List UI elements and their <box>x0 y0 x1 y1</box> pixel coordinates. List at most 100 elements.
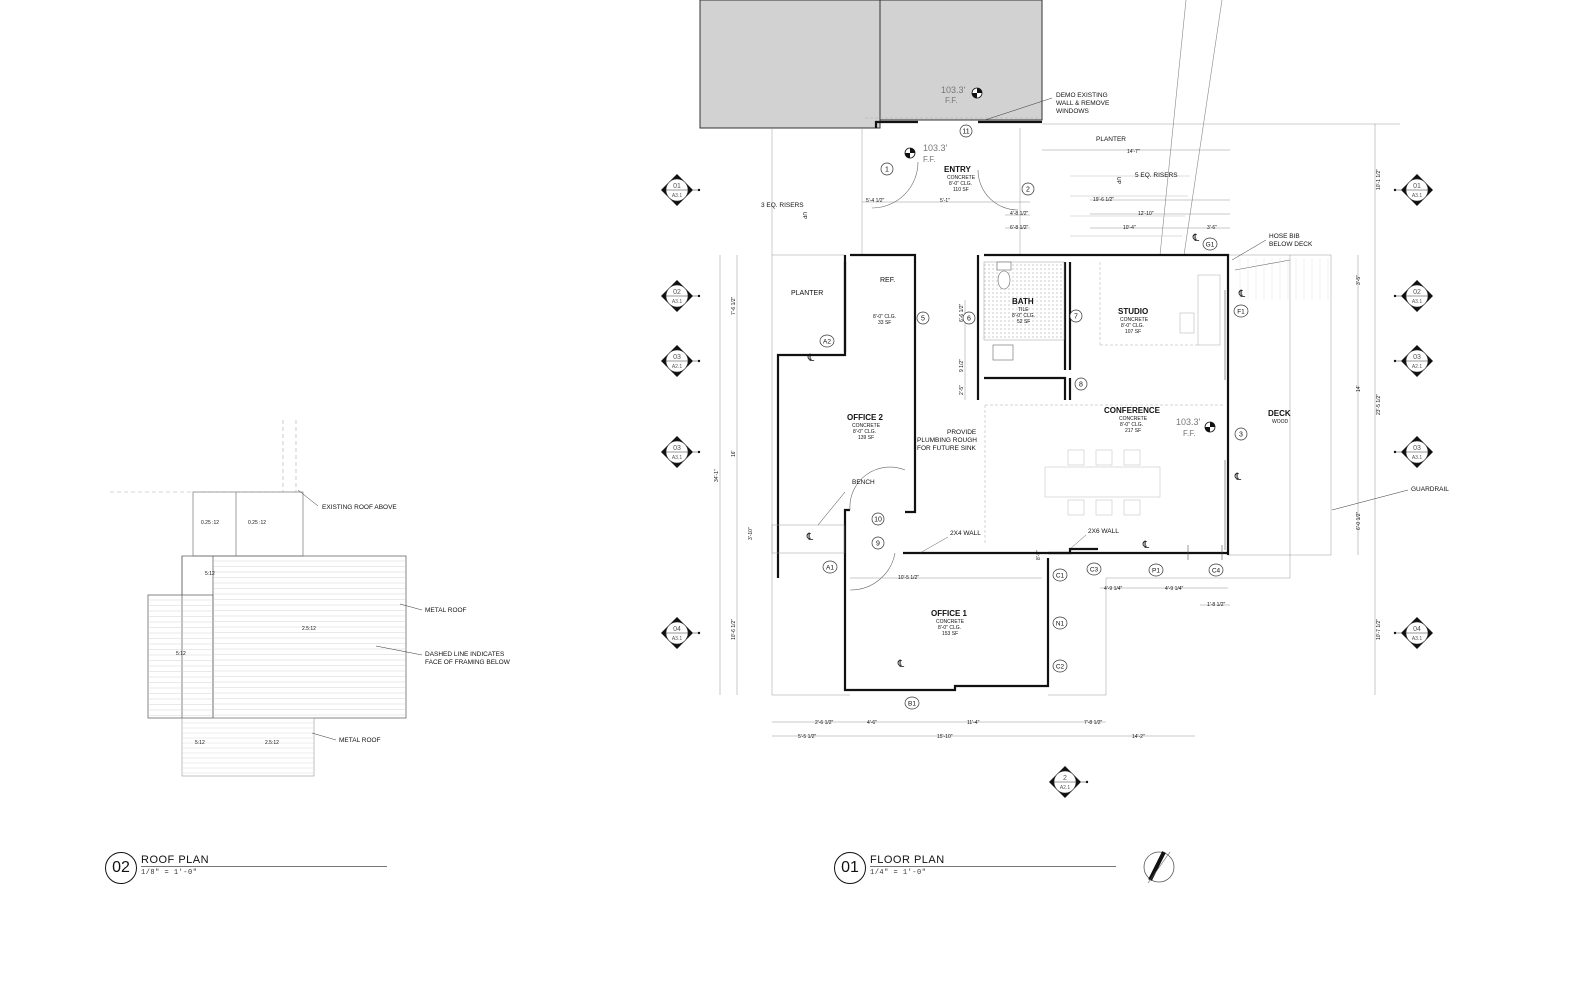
room-office2-area: 139 SF <box>858 435 874 441</box>
dim-3-6: 3'-6" <box>1207 225 1217 231</box>
site-lines <box>771 123 1400 696</box>
dim-right-3-5: 3'-5" <box>1356 275 1362 285</box>
section-sheet: A3.1 <box>1412 636 1423 642</box>
note-demo-3: WINDOWS <box>1056 108 1090 115</box>
dim-bath-6: 6'-6 1/2" <box>959 303 965 322</box>
door-tag-5: 5 <box>921 316 925 323</box>
room-office1-clg: 8'-0" CLG. <box>938 625 961 631</box>
room-entry-name: ENTRY <box>944 165 971 174</box>
room-conference-name: CONFERENCE <box>1104 406 1161 415</box>
floor-plan-title-block: 01 FLOOR PLAN 1/4" = 1'-0" <box>834 852 1134 892</box>
dim-right-23-5: 23'-5 1/2" <box>1376 394 1382 415</box>
section-sheet: A3.1 <box>1412 299 1423 305</box>
door-tag-circle <box>880 162 894 176</box>
dimension-lines <box>719 124 1376 737</box>
room-entry-finish: CONCRETE <box>947 175 976 181</box>
section-number: 03 <box>673 445 681 452</box>
windows <box>1187 290 1226 560</box>
roof-plan-number: 02 <box>105 852 137 884</box>
dim-10-5: 10'-5 1/2" <box>898 575 919 581</box>
dim-right-6-0: 6'-0 1/2" <box>1356 511 1362 530</box>
equipment-tag-a1: A1 <box>826 565 834 572</box>
section-number: 02 <box>1413 289 1421 296</box>
roof-existing-dashed <box>110 420 300 493</box>
room-studio-name: STUDIO <box>1118 307 1148 316</box>
dim-right-14: 14' <box>1356 385 1362 392</box>
studio-desk <box>1179 274 1221 346</box>
room-office2-clg: 8'-0" CLG. <box>853 429 876 435</box>
door-tag-circle <box>871 512 885 526</box>
equipment-tag-p1: P1 <box>1152 568 1160 575</box>
centerline-symbol: ℄ <box>897 659 905 670</box>
room-office2-name: OFFICE 2 <box>847 413 884 422</box>
dim-bottom-7-8: 7'-8 1/2" <box>1084 720 1103 726</box>
room-studio-clg: 8'-0" CLG. <box>1121 323 1144 329</box>
dim-left-16: 16' <box>731 450 737 457</box>
section-number: 03 <box>1413 354 1421 361</box>
section-sheet: A3.1 <box>672 193 683 199</box>
section-markers: 01A3.102A3.103A2.103A3.104A3.101A3.102A3… <box>661 174 1433 798</box>
equipment-tag-a2: A2 <box>823 339 831 346</box>
roof-slope-4: 2.5:12 <box>302 626 316 632</box>
roof-note-metal-1: METAL ROOF <box>425 607 467 614</box>
sink-fixture <box>992 344 1014 361</box>
room-bath-clg: 8'-0" CLG. <box>1012 313 1035 319</box>
section-number: 04 <box>1413 626 1421 633</box>
door-tag-6: 6 <box>967 316 971 323</box>
section-number: 01 <box>1413 183 1421 190</box>
note-2x4-wall: 2X4 WALL <box>950 530 981 537</box>
roof-note-metal-2: METAL ROOF <box>339 737 381 744</box>
equipment-tag-ellipse <box>1052 616 1068 630</box>
dim-19-6: 19'-6 1/2" <box>1093 197 1114 203</box>
dashed-lines <box>865 117 1225 545</box>
deck-boards <box>1239 258 1329 300</box>
door-tag-circle <box>1234 427 1248 441</box>
door-tag-3: 3 <box>1239 432 1243 439</box>
section-number: 03 <box>673 354 681 361</box>
section-number: 04 <box>673 626 681 633</box>
room-entry-area: 110 SF <box>953 187 969 193</box>
room-planter-left: PLANTER <box>791 290 823 297</box>
door-tag-circle <box>916 311 930 325</box>
centerline-symbol: ℄ <box>1142 540 1150 551</box>
dim-bottom-5-5: 5'-5 1/2" <box>798 734 817 740</box>
dim-14-7: 14'-7" <box>1127 149 1140 155</box>
roof-plan-title: ROOF PLAN <box>141 854 210 866</box>
note-up-2: UP <box>1115 177 1121 185</box>
note-demo-2: WALL & REMOVE <box>1056 100 1110 107</box>
centerline-symbol: ℄ <box>1192 233 1200 244</box>
floor-plan-scale: 1/4" = 1'-0" <box>870 869 927 877</box>
room-office1-name: OFFICE 1 <box>931 609 968 618</box>
section-sheet: A2.1 <box>672 364 683 370</box>
equipment-tag-c2: C2 <box>1056 664 1065 671</box>
note-plumbing-1: PROVIDE <box>947 429 977 436</box>
stair-treads <box>1070 175 1190 237</box>
room-conference-finish: CONCRETE <box>1119 416 1148 422</box>
door-tag-circle <box>871 536 885 550</box>
wall-leaders <box>919 534 1087 554</box>
elevation-marker-1 <box>971 87 983 99</box>
dim-12-10: 12'-10" <box>1138 211 1154 217</box>
equipment-tag-ellipse <box>1233 304 1249 318</box>
door-tag-circle <box>1069 309 1083 323</box>
room-ref-clg: 8'-0" CLG. <box>873 314 896 320</box>
section-sheet: A2.1 <box>1060 785 1071 791</box>
note-plumbing-3: FOR FUTURE SINK <box>917 445 977 452</box>
note-bench: BENCH <box>852 479 875 486</box>
dim-4-9b: 4'-9 1/4" <box>1165 586 1184 592</box>
bath-tile-area <box>983 261 1065 341</box>
dim-right-10-1: 10'-1 1/2" <box>1376 169 1382 190</box>
door-tag-circle <box>1021 182 1035 196</box>
room-deck-name: DECK <box>1268 409 1291 418</box>
dim-right-10-7: 10'-7 1/2" <box>1376 619 1382 640</box>
door-tag-2: 2 <box>1026 187 1030 194</box>
dim-left-10-6: 10'-6 1/2" <box>731 619 737 640</box>
note-risers-3: 3 EQ. RISERS <box>761 202 804 209</box>
